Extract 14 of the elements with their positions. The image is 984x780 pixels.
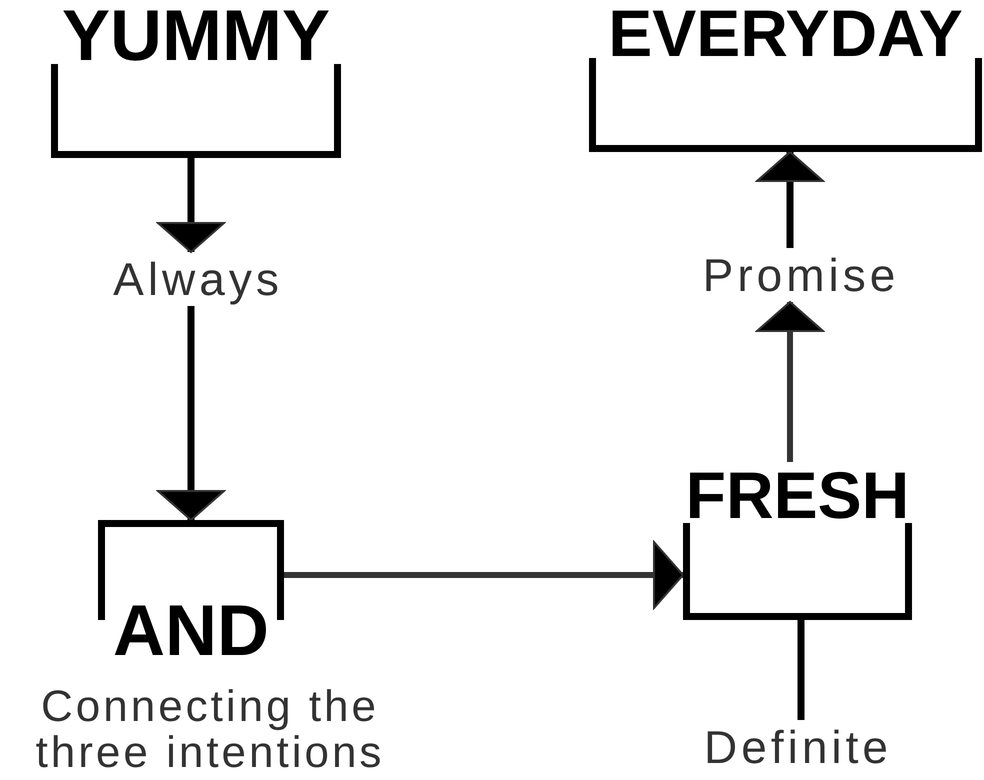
- arrow: [756, 151, 824, 248]
- heading-text: FRESH: [686, 462, 910, 528]
- arrow: [157, 306, 225, 521]
- heading-text: AND: [113, 595, 269, 667]
- connector-line: [798, 620, 804, 720]
- step-label: Definite: [704, 720, 892, 774]
- step-label: Promise: [702, 248, 900, 302]
- arrow: [756, 301, 824, 462]
- heading-text: YUMMY: [62, 0, 330, 72]
- caption-text: Connecting the three intentions: [34, 684, 386, 776]
- arrow: [284, 541, 684, 609]
- heading-text: EVERYDAY: [608, 0, 963, 66]
- arrow: [157, 158, 225, 253]
- step-label: Always: [113, 252, 283, 306]
